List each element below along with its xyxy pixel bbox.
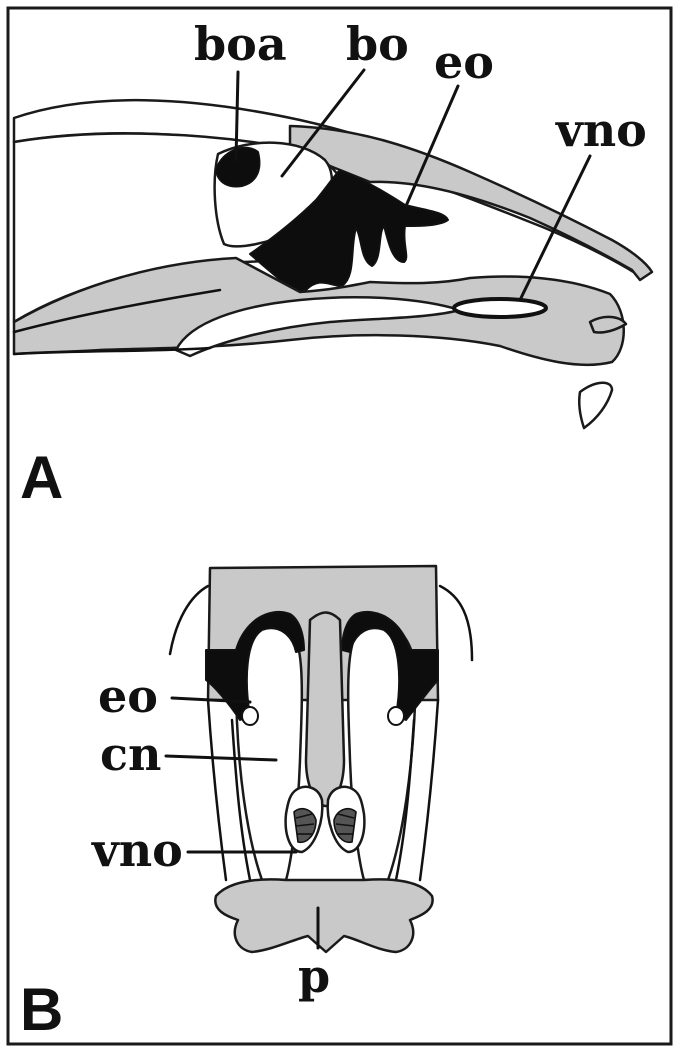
skin-outline-left	[168, 584, 210, 656]
panel-label-b: B	[20, 976, 63, 1043]
label-p: p	[298, 949, 330, 1003]
panel-label-a: A	[20, 444, 63, 511]
label-cn: cn	[100, 727, 161, 781]
leader-vno-a	[518, 154, 592, 302]
palate-base	[214, 878, 434, 954]
right-vno-epithelium	[333, 807, 357, 844]
jaw-line-upper	[12, 288, 222, 334]
vomeronasal-organ-sagittal	[452, 297, 548, 319]
left-lateral-wall-inner	[230, 718, 252, 882]
left-vno-epithelium	[293, 807, 317, 844]
right-turbinate-tip	[387, 706, 405, 726]
leader-boa	[234, 70, 240, 162]
label-eo-a: eo	[434, 35, 494, 89]
label-eo-b: eo	[98, 669, 158, 723]
nasal-septum	[304, 611, 346, 808]
leader-eo-a	[404, 84, 460, 208]
leader-eo-b	[170, 696, 252, 704]
left-lateral-wall	[206, 698, 228, 882]
label-boa: boa	[194, 17, 287, 71]
panel-b-drawing	[168, 564, 474, 954]
right-lateral-wall-inner	[394, 718, 416, 882]
left-turbinate-tip	[241, 706, 259, 726]
right-olfactory-epithelium	[341, 610, 439, 721]
skin-outline-right	[438, 584, 474, 662]
incisor-tooth	[577, 381, 614, 430]
label-bo: bo	[346, 17, 409, 71]
jaw-line-lower	[12, 346, 212, 356]
left-olfactory-epithelium	[205, 610, 305, 721]
olfactory-epithelium	[249, 169, 449, 293]
label-vno-b: vno	[91, 823, 183, 877]
leader-bo	[280, 68, 366, 178]
snout-tip	[588, 315, 628, 334]
right-lateral-wall	[418, 698, 440, 882]
dorsal-nasal-tissue	[288, 124, 654, 282]
leader-cn	[164, 754, 278, 762]
label-vno-a: vno	[555, 103, 647, 157]
panel-a-drawing	[12, 98, 654, 430]
